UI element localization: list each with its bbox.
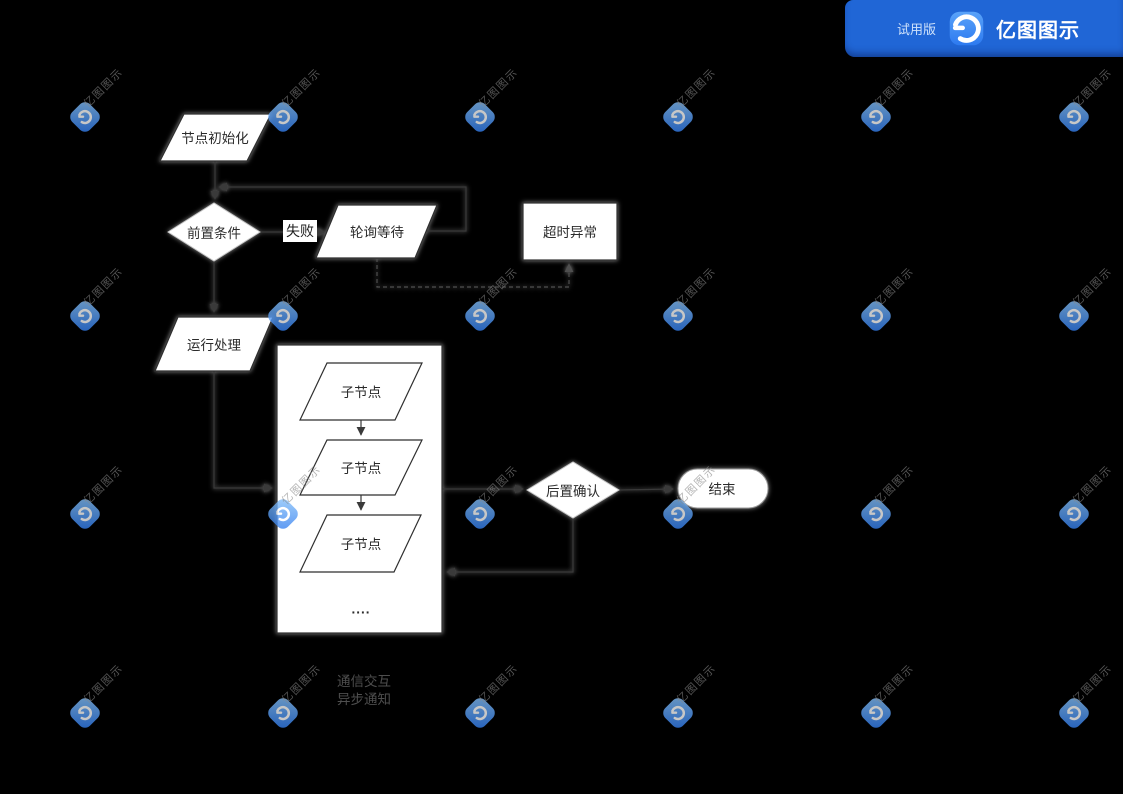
node-precondition-diamond <box>167 202 261 262</box>
label-precondition: 前置条件 <box>187 226 241 241</box>
trial-banner: 试用版 亿图图示 <box>845 0 1123 57</box>
edge-run-to-container <box>213 371 273 493</box>
label-end: 结束 <box>708 482 736 497</box>
label-run-process: 运行处理 <box>187 338 241 353</box>
node-post-confirm-diamond <box>526 461 620 519</box>
label-fail-edge: 失败 <box>283 220 317 242</box>
node-child-3-parallelogram <box>299 514 422 573</box>
legend-communication: 通信交互 <box>337 674 391 689</box>
brand-name: 亿图图示 <box>996 20 1081 42</box>
label-child-node-2: 子节点 <box>340 461 382 476</box>
label-node-init: 节点初始化 <box>181 131 249 146</box>
label-child-node-3: 子节点 <box>340 537 382 552</box>
label-child-node-1: 子节点 <box>340 385 382 400</box>
legend-async-notify: 异步通知 <box>337 692 391 707</box>
legend: 通信交互 异步通知 <box>337 673 391 709</box>
label-post-confirm: 后置确认 <box>546 484 600 499</box>
node-child-1-parallelogram <box>299 362 423 421</box>
connectors <box>209 161 674 577</box>
node-run-process-parallelogram <box>154 316 274 372</box>
node-init-parallelogram <box>159 113 272 162</box>
node-child-2-parallelogram <box>299 439 423 496</box>
edge-pollwait-loop-back <box>218 182 467 232</box>
trial-version-label: 试用版 <box>897 22 937 37</box>
node-poll-wait-parallelogram <box>315 204 438 259</box>
edge-postconfirm-to-end <box>618 484 674 494</box>
label-ellipsis: .... <box>351 601 371 617</box>
label-poll-wait: 轮询等待 <box>350 225 404 240</box>
label-timeout-error: 超时异常 <box>543 225 597 240</box>
edraw-logo-icon <box>949 11 984 46</box>
edge-postconfirm-loop-to-container <box>446 518 574 577</box>
edge-pollwait-to-timeout-dashed <box>376 258 574 288</box>
node-end-stadium <box>677 468 769 509</box>
node-timeout-error-rect <box>522 202 618 261</box>
